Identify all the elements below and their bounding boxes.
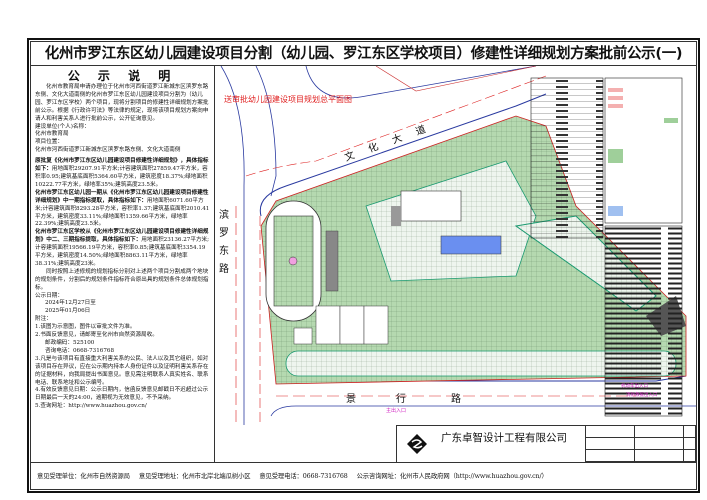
kindergarten-head: 化州市罗江东区幼儿园一期从《化州市罗江东区幼儿园建设项目修建性详细规划》中一期指… [35, 189, 209, 204]
inner-frame [30, 41, 697, 490]
pool [440, 235, 502, 255]
basketball-courts [293, 305, 389, 345]
phone: 咨询电话：0668-7316768 [45, 347, 115, 354]
road-south-label: 景 行 路 [346, 392, 461, 405]
company-logo-icon [397, 426, 437, 462]
date-label: 公示日期： [35, 292, 63, 299]
main-entrance-label: 主出入口 [386, 407, 406, 414]
location-label: 项目位置： [35, 139, 63, 146]
road-west-char: 路 [219, 262, 229, 275]
school-body: 用地面积23136.27平方米;计容建筑面积19566.19平方米，容积率0.8… [35, 237, 210, 267]
school-head: 化州市罗江东区学校从《化州市罗江东区幼儿园建设项目修建性详细规划》中二、三期指标… [35, 229, 209, 244]
fire-entrance-label: 消防救援出入口 [626, 391, 658, 398]
footer: 意见受理单位：化州市自然资源局 意见受理地址：化州市北岸北端瓜树小区 意见受理电… [31, 462, 696, 489]
kindergarten-building [400, 190, 462, 222]
road-south-char: 景 [346, 393, 356, 405]
footer-address: 意见受理地址：化州市北岸北端瓜树小区 [138, 473, 251, 480]
road-south-char: 路 [451, 392, 461, 405]
notice-intro: 化州市教育局申请办理位于化州市河西街道罗江新城东区滨罗东路东侧、文化大道南侧的化… [35, 84, 209, 122]
road-west-char: 罗 [219, 227, 229, 239]
outer-frame [27, 38, 700, 493]
road-west-char: 滨 [219, 208, 229, 221]
vehicle-entrance-label: 机动车出入口 [621, 382, 648, 389]
title-block-cells [586, 426, 696, 462]
note-3: 3.凡是与该项目有直接重大利害关系的公民、法人以及其它组织，如对该项目存在异议，… [35, 355, 209, 386]
applicant-label: 建设单位(个人)名称： [35, 123, 90, 130]
footer-phone: 意见受理电话：0668-7316768 [259, 473, 348, 480]
note-2: 2.书面反馈意见，请邮寄至化州市自然资源局收。 [35, 332, 158, 339]
title-block: 广东卓智设计工程有限公司 [396, 425, 696, 462]
map-caption: 送审批幼儿园建设项目规划总平面图 [224, 94, 352, 104]
note-4: 4.有效反馈意见日期：公示日期内，信函反馈意见邮戳日不迟超过公示日期最后一天的2… [35, 387, 209, 402]
road-west-label: 滨 罗 东 路 [219, 208, 229, 275]
page-title: 化州市罗江东区幼儿园建设项目分割（幼儿园、罗江东区学校项目）修建性详细规划方案批… [31, 42, 696, 66]
company-name: 广东卓智设计工程有限公司 [437, 426, 586, 462]
original-head: 原批复《化州市罗江东区幼儿园建设项目修建性详细规划》，具体指标如下： [35, 158, 209, 173]
kindergarten-body: 用地面积6071.60平方米;计容建筑面积8293.28平方米，容积率1.37;… [35, 197, 210, 228]
date-from: 2024年12月27日至 [45, 300, 96, 307]
note-1: 1.该图为示意图，图件以审批文件为准。 [35, 324, 136, 331]
indicator-table [530, 77, 604, 239]
original-body: 用地面积29207.91平方米;计容建筑面积27859.47平方米，容积率0.9… [35, 166, 208, 188]
road-south-char: 行 [396, 392, 406, 405]
applicant: 化州市教育局 [35, 131, 69, 138]
site-plan: 送审批幼儿园建设项目规划总平面图 文 化 大 道 滨 罗 东 路 景 行 路 主… [219, 66, 696, 425]
road-west-char: 东 [219, 244, 229, 257]
footer-website[interactable]: 公示咨询网址：化州市人民政府网（http://www.huazhou.gov.c… [356, 473, 548, 480]
split-note: 同时按照上述修规的规划指标分别对上述两个项目分割成两个地块的规划条件，分割后的规… [35, 268, 209, 291]
notice-heading: 公 示 说 明 [67, 69, 178, 83]
location: 化州市河西街道罗江新城东区滨罗东路东侧、文化大道南侧 [35, 147, 181, 154]
note-5[interactable]: 5.查询网址：http://www.huazhou.gov.cn/ [35, 403, 147, 410]
notice-panel: 公 示 说 明 化州市教育局申请办理位于化州市河西街道罗江新城东区滨罗东路东侧、… [31, 66, 215, 462]
design-notes [604, 225, 683, 417]
footer-unit: 意见受理单位：化州市自然资源局 [37, 473, 130, 480]
postcode: 邮政编码：525100 [45, 340, 95, 346]
date-to: 2025年01月06日 [45, 308, 91, 315]
notes-label: 附注： [35, 316, 52, 323]
